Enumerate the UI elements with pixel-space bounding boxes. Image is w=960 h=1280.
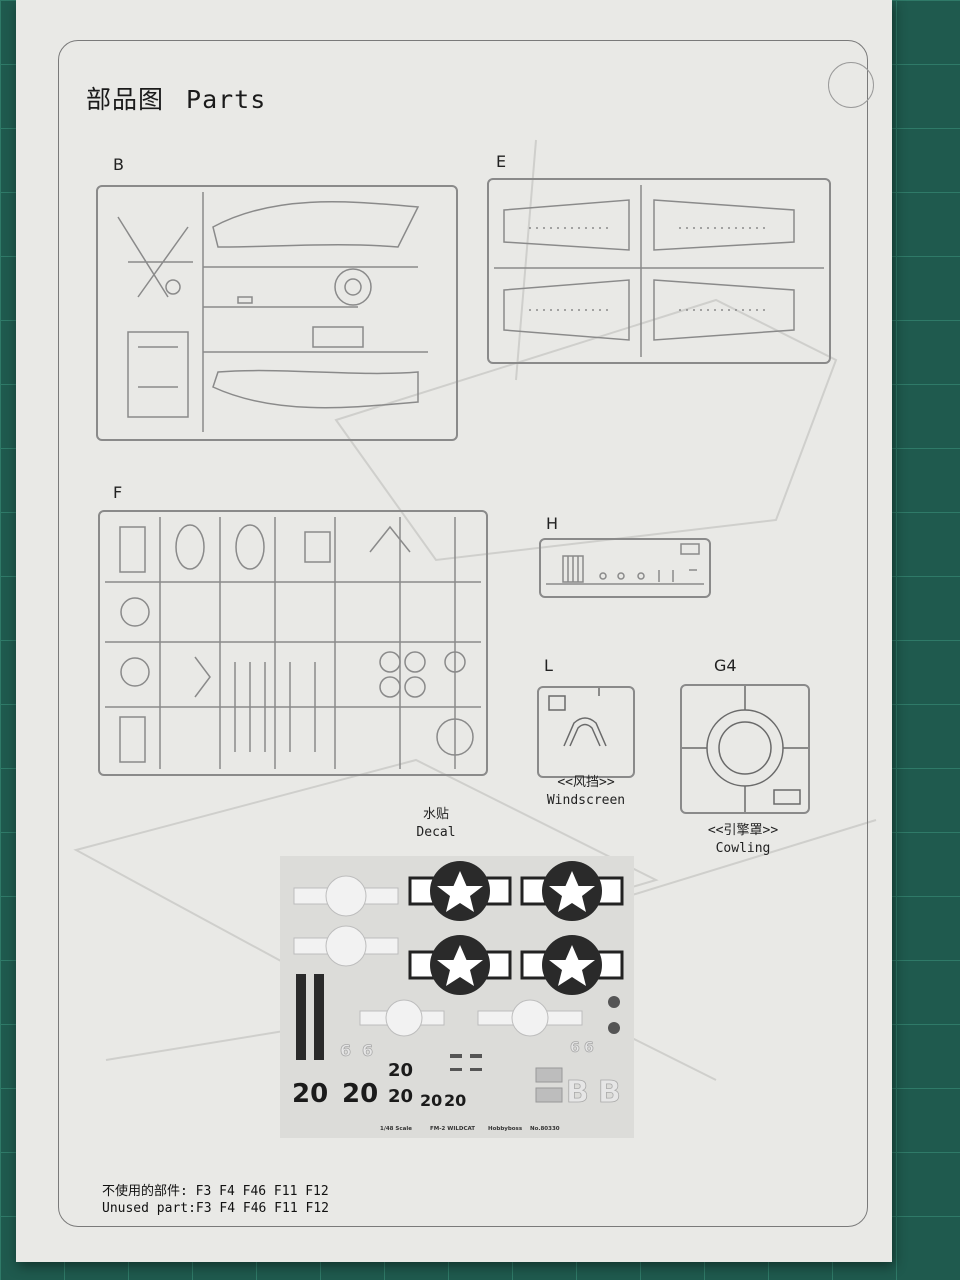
decal-number: No.80330 [530, 1126, 560, 1132]
decal-sheet-artwork: 20 20 20 20 20 20 6 6 6 6 B B [292, 861, 624, 1132]
sprue-label-f: F [113, 483, 123, 502]
instruction-sheet: 部品图 Parts B E [16, 0, 892, 1262]
svg-text:20: 20 [444, 1091, 466, 1110]
sprue-b-drawing [117, 192, 428, 432]
sprue-f-drawing [105, 517, 481, 769]
sprue-label-l: L [544, 656, 553, 675]
sprue-e-drawing [494, 185, 824, 357]
cowling-caption-cn: <<引擎罩>> [707, 823, 779, 838]
insignia-1 [408, 861, 512, 921]
page-frame [58, 40, 868, 1227]
windscreen-caption-en: Windscreen [546, 793, 626, 808]
unused-parts-en: Unused part:F3 F4 F46 F11 F12 [102, 1201, 329, 1216]
decal-caption-en: Decal [416, 825, 456, 840]
cowling-caption: <<引擎罩>> Cowling [678, 822, 808, 858]
sprue-l [537, 686, 635, 778]
sprue-g4 [680, 684, 810, 814]
svg-text:6: 6 [362, 1041, 373, 1060]
sprue-f [98, 510, 488, 776]
svg-text:20: 20 [388, 1060, 413, 1081]
sprue-e [487, 178, 831, 364]
sprue-label-h: H [546, 514, 559, 533]
decal-model: FM-2 WILDCAT [430, 1126, 475, 1132]
decal-caption: 水贴 Decal [386, 806, 486, 842]
sprue-g4-drawing [682, 686, 808, 812]
windscreen-caption: <<风挡>> Windscreen [521, 774, 651, 810]
cowling-caption-en: Cowling [715, 841, 771, 856]
svg-text:6: 6 [570, 1040, 580, 1056]
svg-text:6: 6 [584, 1040, 594, 1056]
svg-text:B: B [566, 1075, 589, 1110]
svg-text:20: 20 [342, 1079, 378, 1109]
svg-text:20: 20 [388, 1086, 413, 1107]
svg-text:B: B [598, 1075, 621, 1110]
sprue-h-drawing [546, 543, 704, 585]
sprue-h [539, 538, 711, 598]
sprue-label-g4: G4 [714, 656, 737, 675]
logo-emblem [828, 62, 874, 108]
windscreen-caption-cn: <<风挡>> [557, 775, 615, 790]
title-chinese: 部品图 [86, 85, 165, 114]
unused-parts-cn: 不使用的部件: F3 F4 F46 F11 F12 [102, 1184, 329, 1199]
decal-brand: Hobbyboss [488, 1126, 523, 1132]
svg-text:6: 6 [340, 1041, 351, 1060]
sprue-b [96, 185, 458, 441]
decal-sheet: 20 20 20 20 20 20 6 6 6 6 B B [280, 856, 634, 1138]
sprue-label-e: E [496, 152, 507, 171]
title-english: Parts [186, 85, 267, 114]
sprue-label-b: B [113, 155, 124, 174]
decal-scale: 1/48 Scale [380, 1126, 412, 1132]
svg-text:20: 20 [420, 1091, 442, 1110]
svg-text:20: 20 [292, 1079, 328, 1109]
sprue-l-drawing [548, 688, 607, 747]
decal-caption-cn: 水贴 [422, 807, 449, 822]
page-title: 部品图 Parts [86, 80, 266, 116]
